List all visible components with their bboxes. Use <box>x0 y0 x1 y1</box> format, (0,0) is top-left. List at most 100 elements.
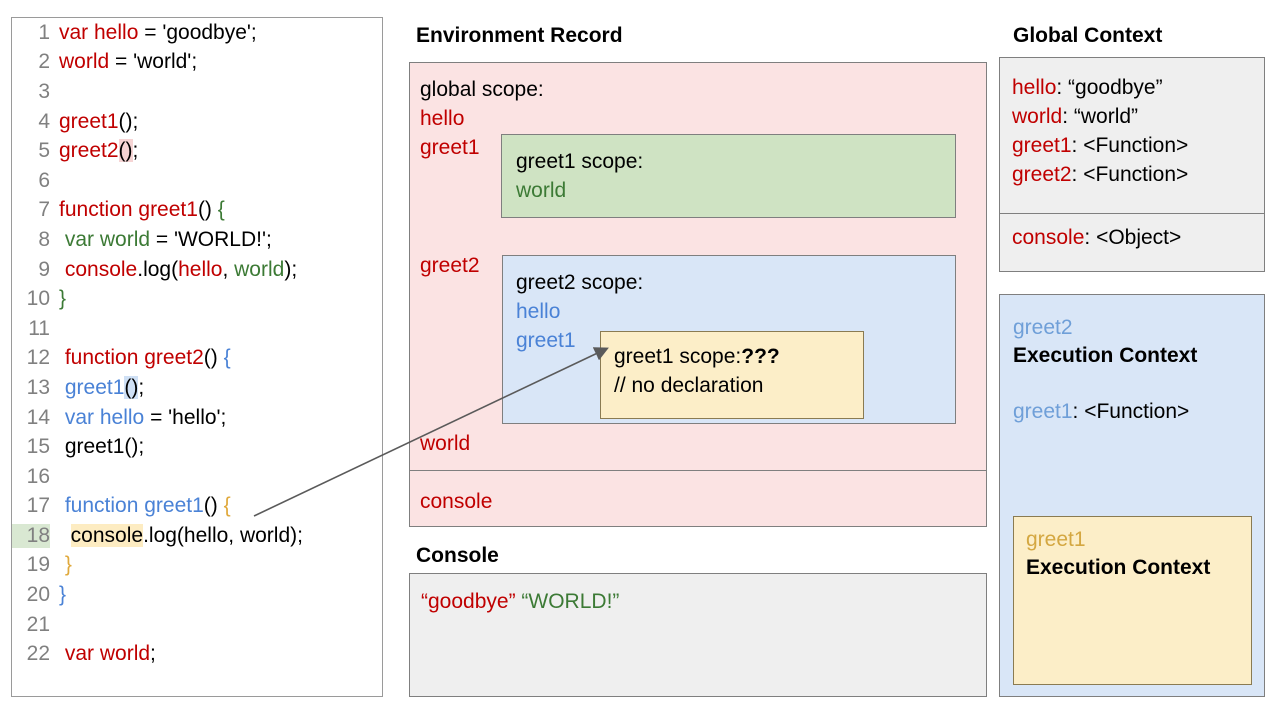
code-line[interactable]: 18 console.log(hello, world); <box>12 521 382 551</box>
code-line[interactable]: 21 <box>12 610 382 640</box>
line-number: 17 <box>26 494 50 518</box>
console-output: “goodbye” “WORLD!” <box>421 590 619 614</box>
line-number: 8 <box>38 227 50 251</box>
code-line[interactable]: 10} <box>12 284 382 314</box>
line-number: 16 <box>26 464 50 488</box>
code-line-text: greet2(); <box>50 139 138 163</box>
code-token: ; <box>150 642 156 666</box>
code-token: function greet1 <box>64 494 204 518</box>
line-number: 6 <box>38 168 50 192</box>
greet1-execution-context-name: greet1 <box>1026 528 1086 551</box>
line-number: 3 <box>38 79 50 103</box>
greet2-ec-sep: : <box>1072 400 1085 423</box>
code-line[interactable]: 8 var world = 'WORLD!'; <box>12 225 382 255</box>
environment-record-divider <box>409 470 987 471</box>
code-line-text: greet1(); <box>50 435 144 459</box>
greet2-execution-context-label: Execution Context <box>1013 344 1198 367</box>
line-number: 4 <box>38 109 50 133</box>
env-binding-console: console <box>420 490 493 513</box>
global-context-sep: : <box>1084 226 1097 249</box>
code-token: { <box>223 494 231 518</box>
code-line[interactable]: 15 greet1(); <box>12 432 382 462</box>
line-number: 12 <box>26 346 50 370</box>
global-context-key: world <box>1012 105 1063 128</box>
code-line-text: var world; <box>50 642 156 666</box>
code-line[interactable]: 3 <box>12 77 382 107</box>
code-line[interactable]: 9 console.log(hello, world); <box>12 255 382 285</box>
code-token: { <box>217 198 225 222</box>
code-token: var hello <box>59 20 139 44</box>
global-context-row: greet1: <Function> <box>1012 134 1188 158</box>
code-line[interactable]: 6 <box>12 166 382 196</box>
code-line-text: } <box>50 553 72 577</box>
code-line[interactable]: 17 function greet1() { <box>12 492 382 522</box>
line-number: 9 <box>38 257 50 281</box>
console-output-segment: “WORLD!” <box>521 590 620 613</box>
line-number: 7 <box>38 198 50 222</box>
line-number: 21 <box>26 612 50 636</box>
code-line[interactable]: 16 <box>12 462 382 492</box>
code-token: } <box>59 287 67 311</box>
code-token: ; <box>132 139 139 163</box>
code-line[interactable]: 14 var hello = 'hello'; <box>12 403 382 433</box>
greet2-ec-value: <Function> <box>1084 400 1190 423</box>
code-line[interactable]: 20} <box>12 580 382 610</box>
code-line[interactable]: 13 greet1(); <box>12 373 382 403</box>
greet1-scope-box <box>501 134 956 218</box>
global-context-console-row: console: <Object> <box>1012 226 1181 250</box>
greet2-execution-context-name: greet2 <box>1013 316 1073 339</box>
code-token: () <box>203 494 224 518</box>
code-token: () <box>197 198 218 222</box>
code-line-text: greet1(); <box>50 375 144 400</box>
code-line[interactable]: 11 <box>12 314 382 344</box>
global-context-value: “goodbye” <box>1068 76 1163 99</box>
env-binding-world: world <box>420 432 471 455</box>
global-context-value: <Object> <box>1096 226 1182 249</box>
greet1-scope-title: greet1 scope: <box>516 150 644 173</box>
code-token: hello <box>178 257 223 281</box>
env-binding-hello: hello <box>420 107 465 130</box>
code-line-text: var hello = 'hello'; <box>50 405 227 430</box>
code-line[interactable]: 19 } <box>12 551 382 581</box>
callout-prefix: greet1 scope: <box>614 345 742 368</box>
code-line-text: } <box>50 583 66 607</box>
code-line-text: greet1(); <box>50 110 138 134</box>
line-number: 13 <box>26 375 50 399</box>
global-scope-label: global scope: <box>420 78 544 101</box>
line-number: 14 <box>26 405 50 429</box>
line-number: 10 <box>26 287 50 311</box>
code-line[interactable]: 12 function greet2() { <box>12 344 382 374</box>
line-number: 19 <box>26 553 50 577</box>
code-token: } <box>59 583 67 607</box>
env-binding-greet2: greet2 <box>420 254 480 277</box>
callout-emphasis: ??? <box>741 345 780 368</box>
code-token: () <box>124 375 139 399</box>
code-token: .log( <box>137 257 179 281</box>
line-number: 5 <box>38 139 50 163</box>
code-token: var hello <box>64 405 145 429</box>
line-number: 2 <box>38 50 50 74</box>
code-line-text: var world = 'WORLD!'; <box>50 228 272 252</box>
code-token: greet2 <box>59 139 119 163</box>
greet2-scope-title: greet2 scope: <box>516 271 644 294</box>
global-context-key: console <box>1012 226 1085 249</box>
code-token: var world <box>64 227 151 251</box>
code-token: , <box>222 257 235 281</box>
console-box[interactable] <box>409 573 987 697</box>
code-token: ); <box>284 257 298 281</box>
callout-line-2: // no declaration <box>614 374 764 397</box>
code-line[interactable]: 22 var world; <box>12 639 382 669</box>
code-token: var world <box>64 642 151 666</box>
code-line-text: console.log(hello, world); <box>50 258 297 282</box>
code-line-text: function greet1() { <box>50 494 231 518</box>
greet1-execution-context-label: Execution Context <box>1026 556 1211 579</box>
line-number: 1 <box>38 20 50 44</box>
code-token: world <box>234 257 285 281</box>
code-token: } <box>64 553 72 577</box>
